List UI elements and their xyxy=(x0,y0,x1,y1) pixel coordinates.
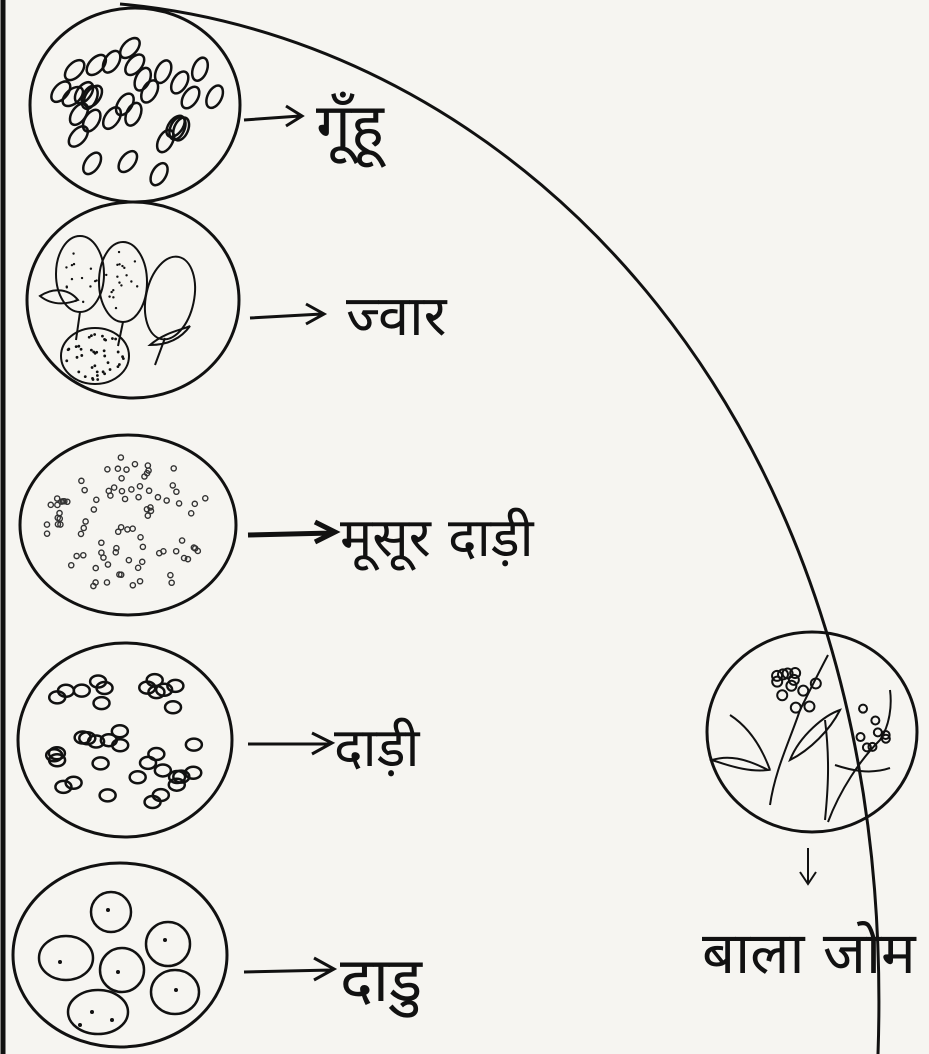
pulse-circle xyxy=(18,643,232,837)
sorghum-label: ज्वार xyxy=(346,276,447,352)
peas-circle xyxy=(13,863,227,1047)
plant-label: बाला जोम xyxy=(702,922,834,984)
arrow-3 xyxy=(248,522,335,542)
plant-circle xyxy=(707,632,917,832)
arrow-1 xyxy=(244,106,302,126)
pulse-label: दाड़ी xyxy=(334,708,420,782)
lentil-circle xyxy=(20,435,236,615)
wheat-circle xyxy=(30,8,240,202)
peas-label: दाडु xyxy=(340,936,422,1020)
lentil-label: मूसूर दाड़ी xyxy=(340,498,534,572)
wheat-label: गूँहू xyxy=(316,82,384,166)
arrow-6 xyxy=(800,848,816,884)
arrow-5 xyxy=(244,958,334,980)
arrow-4 xyxy=(248,733,332,754)
arrow-2 xyxy=(250,304,324,324)
sorghum-circle xyxy=(27,202,239,398)
